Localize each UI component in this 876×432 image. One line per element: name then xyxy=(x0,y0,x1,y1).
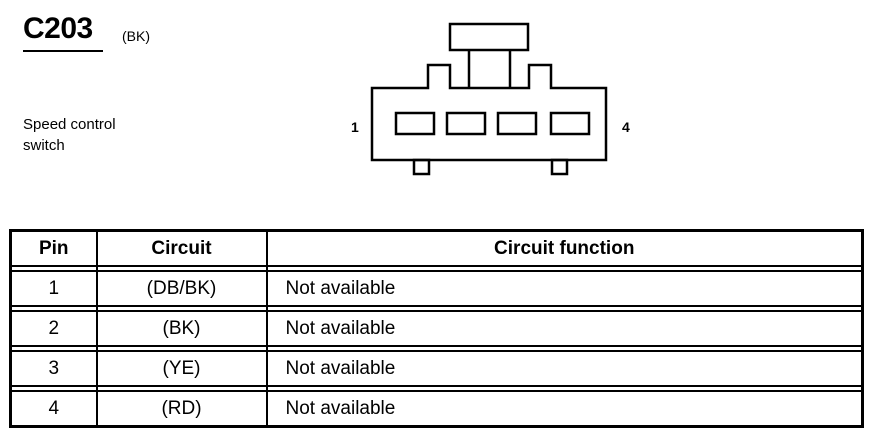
header-pin: Pin xyxy=(9,229,98,267)
pin-label-last: 4 xyxy=(622,119,630,135)
row-spacer xyxy=(9,386,864,391)
table-row: 2 (BK) Not available xyxy=(9,310,864,347)
row-spacer xyxy=(9,266,864,271)
connector-face-diagram xyxy=(370,22,608,176)
header-circuit: Circuit xyxy=(95,229,268,267)
cell-pin: 4 xyxy=(9,390,98,428)
cell-pin: 2 xyxy=(9,310,98,347)
cell-circuit: (BK) xyxy=(95,310,268,347)
cell-circuit: (RD) xyxy=(95,390,268,428)
cell-pin: 3 xyxy=(9,350,98,387)
table-header-row: Pin Circuit Circuit function xyxy=(9,229,864,267)
cell-function: Not available xyxy=(265,350,864,387)
component-name: Speed control switch xyxy=(23,116,116,154)
connector-id: C203 xyxy=(23,12,93,45)
cell-circuit: (DB/BK) xyxy=(95,270,268,307)
pin-table: Pin Circuit Circuit function 1 (DB/BK) N… xyxy=(9,229,864,428)
cell-function: Not available xyxy=(265,390,864,428)
pin-cavity-2 xyxy=(445,111,487,136)
row-spacer xyxy=(9,306,864,311)
pin-cavity-3 xyxy=(496,111,538,136)
connector-id-underline xyxy=(23,50,103,52)
cell-circuit: (YE) xyxy=(95,350,268,387)
table-row: 4 (RD) Not available xyxy=(9,390,864,428)
table-row: 3 (YE) Not available xyxy=(9,350,864,387)
pin-cavity-1 xyxy=(394,111,436,136)
connector-color: (BK) xyxy=(122,28,150,44)
cell-function: Not available xyxy=(265,310,864,347)
row-spacer xyxy=(9,346,864,351)
pin-cavity-4 xyxy=(549,111,591,136)
header-circuit-function: Circuit function xyxy=(265,229,864,267)
connector-key-right xyxy=(550,158,569,176)
table-row: 1 (DB/BK) Not available xyxy=(9,270,864,307)
connector-key-left xyxy=(412,158,431,176)
cell-pin: 1 xyxy=(9,270,98,307)
connector-housing xyxy=(370,63,608,162)
connector-latch xyxy=(448,22,530,52)
pin-label-first: 1 xyxy=(351,119,359,135)
cell-function: Not available xyxy=(265,270,864,307)
